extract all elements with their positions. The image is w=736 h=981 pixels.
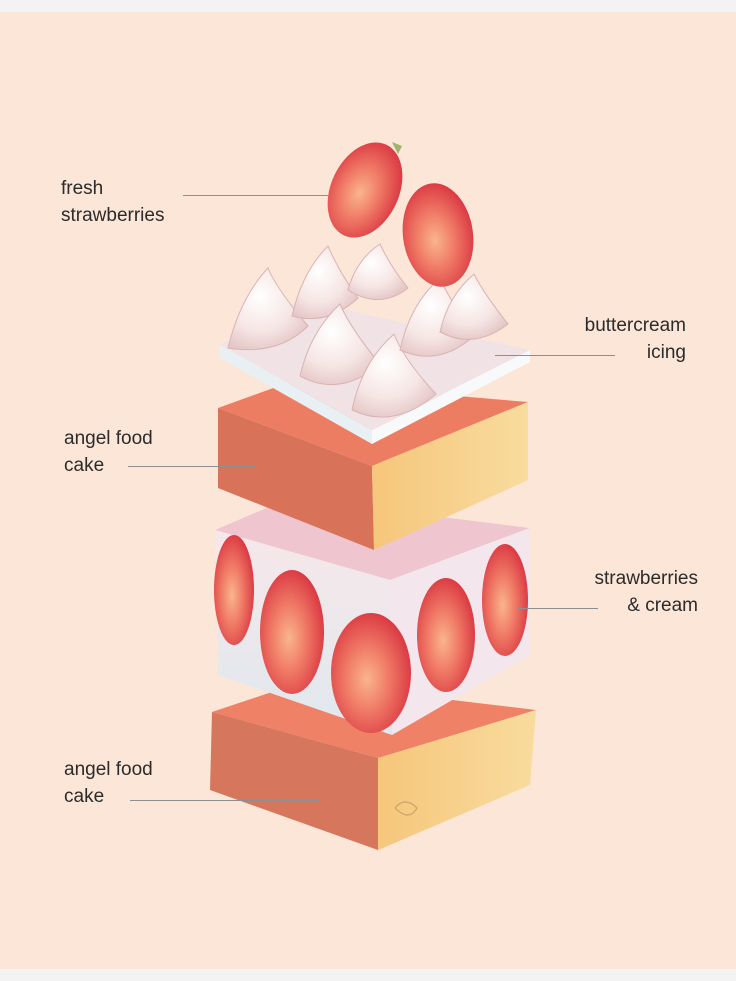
fresh-strawberries — [327, 142, 474, 287]
label-strawberries-cream: strawberries & cream — [595, 565, 698, 619]
label-line: strawberries — [61, 205, 165, 226]
label-line: cake — [64, 455, 105, 476]
label-line: cake — [64, 786, 105, 807]
bottom-border — [0, 969, 736, 981]
top-cake-front — [218, 408, 374, 550]
label-line: angel food — [64, 428, 153, 449]
strawberry-half — [214, 535, 254, 645]
meringue-kiss — [227, 267, 309, 351]
strawberry-half — [260, 570, 324, 694]
label-line: & cream — [627, 595, 698, 616]
label-line: angel food — [64, 759, 153, 780]
meringue-kiss — [299, 303, 381, 386]
strawberry-half — [331, 613, 411, 733]
icing-board-side — [372, 350, 530, 444]
label-line: buttercream — [584, 315, 686, 336]
meringue-kiss — [351, 333, 437, 418]
leader-strawberries-cream — [518, 608, 598, 609]
top-cake-crumb — [372, 402, 528, 550]
label-line: strawberries — [594, 568, 698, 589]
label-buttercream-icing: buttercream icing — [585, 312, 686, 366]
label-angel-food-cake-top: angel food cake — [64, 425, 153, 479]
top-border — [0, 0, 736, 12]
strawberry-half — [417, 578, 475, 692]
label-fresh-strawberries: fresh strawberries — [61, 175, 164, 229]
leader-buttercream-icing — [495, 355, 615, 356]
strawberry-cream-layer — [214, 498, 530, 735]
label-angel-food-cake-bottom: angel food cake — [64, 756, 153, 810]
leader-fresh-strawberries — [183, 195, 330, 196]
meringue-kiss — [439, 273, 509, 340]
bottom-cake-front — [210, 712, 378, 850]
label-line: fresh — [61, 178, 104, 199]
fresh-strawberry — [327, 142, 403, 238]
meringue-kiss — [291, 245, 359, 320]
strawberry-half — [482, 544, 528, 656]
fresh-strawberry — [402, 183, 474, 287]
meringue-kiss — [347, 243, 409, 300]
icing-board-front — [220, 345, 372, 444]
buttercream-layer — [220, 243, 530, 444]
leader-angel-food-cake-bottom — [130, 800, 320, 801]
leader-angel-food-cake-top — [128, 466, 255, 467]
label-line: icing — [646, 342, 686, 363]
bottom-cake-crumb — [378, 710, 536, 850]
